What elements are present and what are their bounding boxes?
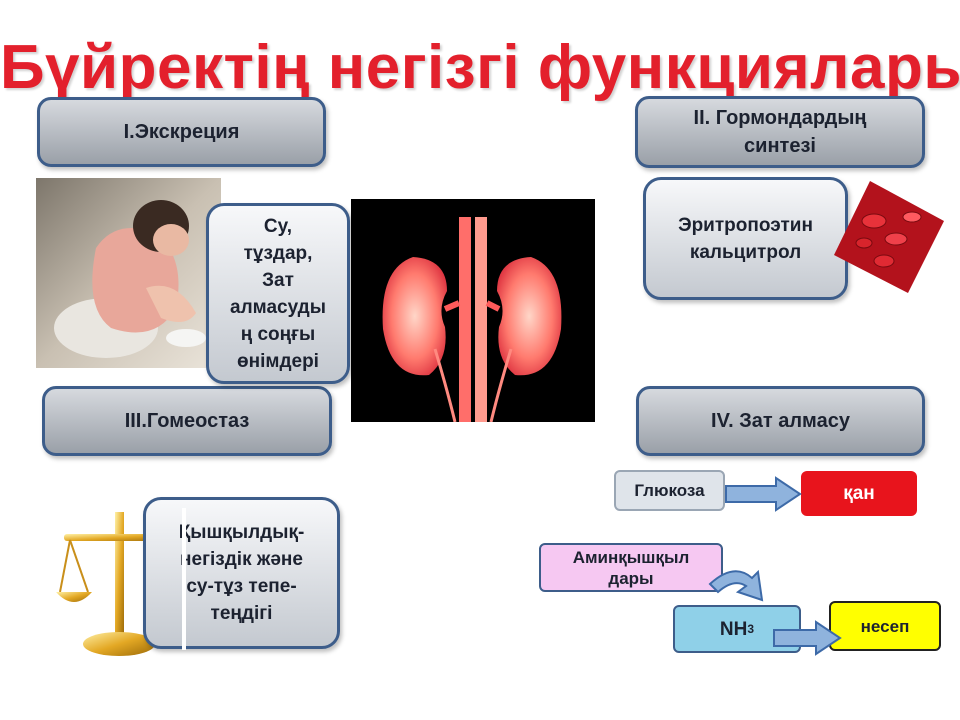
kidney-illustration bbox=[351, 199, 595, 423]
balance-line: негіздік және bbox=[180, 549, 303, 570]
excretion-products-box: Су, тұздар, Зат алмасуды ң соңғы өнімдер… bbox=[206, 203, 350, 384]
balance-line: су-тұз тепе- bbox=[186, 576, 297, 597]
balance-box: Қышқылдық- негіздік және су-тұз тепе- те… bbox=[143, 497, 340, 649]
red-blood-cells-illustration bbox=[834, 181, 944, 293]
section-hormones: II. Гормондардың синтезі bbox=[635, 96, 925, 168]
ammonia-subscript: 3 bbox=[747, 621, 755, 636]
blood-box: қан bbox=[801, 471, 917, 516]
excretion-line: алмасуды bbox=[230, 296, 326, 318]
divider bbox=[182, 508, 186, 650]
excretion-line: өнімдері bbox=[237, 350, 319, 372]
amino-acids-box: Аминқышқыл дары bbox=[539, 543, 723, 592]
balance-line: Қышқылдық- bbox=[178, 522, 305, 543]
amino-line: Аминқышқыл bbox=[572, 547, 690, 567]
section-metabolism: IV. Зат алмасу bbox=[636, 386, 925, 456]
section-homeostasis: III.Гомеостаз bbox=[42, 386, 332, 456]
arrow-right-icon bbox=[773, 620, 842, 656]
curved-arrow-down-icon bbox=[708, 569, 764, 602]
ammonia-label: NH bbox=[719, 618, 748, 640]
slide-title: Бүйректің негізгі функциялары bbox=[0, 33, 960, 102]
balance-line: теңдігі bbox=[210, 603, 273, 624]
glucose-box: Глюкоза bbox=[614, 470, 725, 511]
amino-line: дары bbox=[608, 568, 654, 588]
arrow-right-icon bbox=[725, 476, 802, 512]
hormone-item: Эритропоэтин bbox=[678, 214, 813, 236]
section-excretion: I.Экскреция bbox=[37, 97, 326, 167]
excretion-line: Зат bbox=[262, 269, 294, 291]
excretion-line: ң соңғы bbox=[240, 323, 316, 345]
excretion-line: тұздар, bbox=[243, 242, 313, 264]
excretion-line: Су, bbox=[263, 215, 293, 237]
urine-box: несеп bbox=[829, 601, 941, 651]
hormones-list-box: Эритропоэтин кальцитрол bbox=[643, 177, 848, 300]
child-photo bbox=[36, 178, 221, 368]
hormone-item: кальцитрол bbox=[689, 241, 802, 263]
